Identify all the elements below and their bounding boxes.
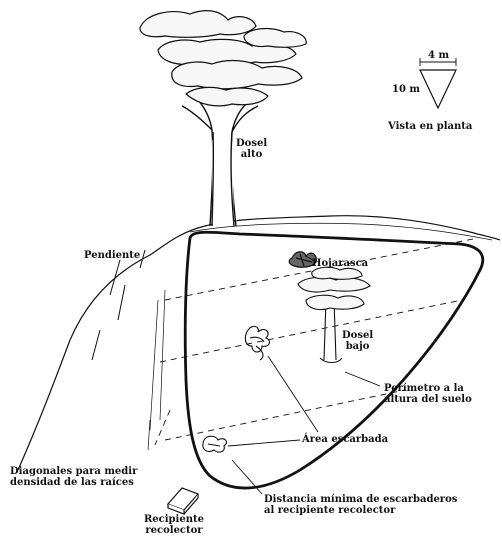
label-pendiente: Pendiente bbox=[84, 250, 140, 261]
tall-canopy bbox=[140, 11, 306, 106]
label-diagonales: Diagonales para medir densidad de las ra… bbox=[10, 466, 137, 488]
label-hojarasca: Hojarasca bbox=[312, 258, 368, 269]
leader-lines bbox=[228, 256, 380, 494]
hill-hatch-lines bbox=[148, 290, 165, 450]
excavated-area-2 bbox=[203, 436, 227, 452]
label-area-escarbada: Área escarbada bbox=[302, 434, 388, 445]
collector-box-icon bbox=[168, 488, 198, 514]
label-recipiente: Recipiente recolector bbox=[144, 514, 204, 536]
label-dosel-alto: Dosel alto bbox=[236, 138, 267, 160]
excavated-area-1 bbox=[245, 326, 269, 360]
scale-height-label: 10 m bbox=[392, 84, 420, 95]
scale-width-label: 4 m bbox=[428, 50, 449, 61]
label-distancia: Distancia mínima de escarbaderos al reci… bbox=[264, 494, 457, 516]
label-perimetro: Perímetro a la altura del suelo bbox=[384, 383, 472, 405]
scale-caption: Vista en planta bbox=[388, 121, 472, 132]
slope-hatch bbox=[92, 250, 145, 360]
scale-triangle bbox=[420, 58, 456, 108]
label-dosel-bajo: Dosel bajo bbox=[342, 330, 373, 352]
